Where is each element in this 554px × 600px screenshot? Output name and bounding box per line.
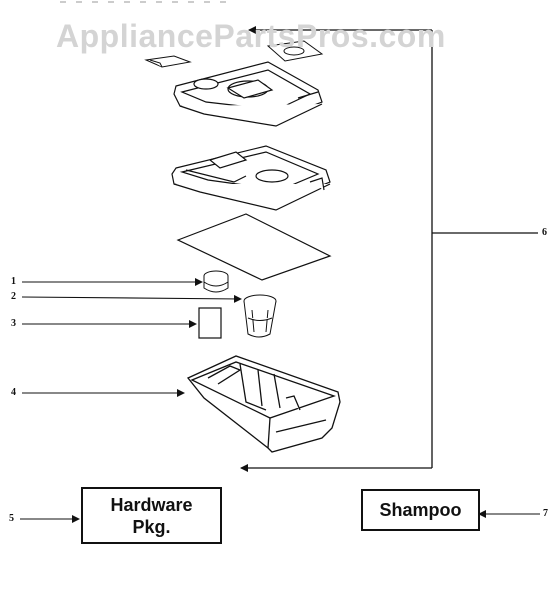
callout-3: 3	[11, 318, 16, 329]
callout-5: 5	[9, 513, 14, 524]
cup-part	[243, 294, 277, 338]
callout-7: 7	[543, 508, 548, 519]
cap-part	[203, 270, 229, 293]
clip-part	[144, 55, 192, 68]
lower-lid-part	[171, 145, 331, 211]
shampoo-label: Shampoo	[379, 499, 462, 520]
callout-4: 4	[11, 387, 16, 398]
callout-6: 6	[542, 227, 547, 238]
filter-sheet	[176, 213, 332, 281]
callout-1: 1	[11, 276, 16, 287]
shampoo-box: Shampoo	[361, 489, 480, 531]
upper-lid-part	[173, 61, 323, 127]
hardware-pkg-box: Hardware Pkg.	[81, 487, 222, 544]
watermark: AppliancePartsPros.com	[56, 18, 446, 54]
card-part	[198, 307, 222, 339]
leader-2	[21, 294, 242, 303]
hardware-label-line1: Hardware	[110, 494, 193, 515]
hardware-label-line2: Pkg.	[132, 516, 171, 537]
tray-part	[186, 355, 341, 453]
callout-2: 2	[11, 291, 16, 302]
lid-gasket	[266, 40, 324, 62]
